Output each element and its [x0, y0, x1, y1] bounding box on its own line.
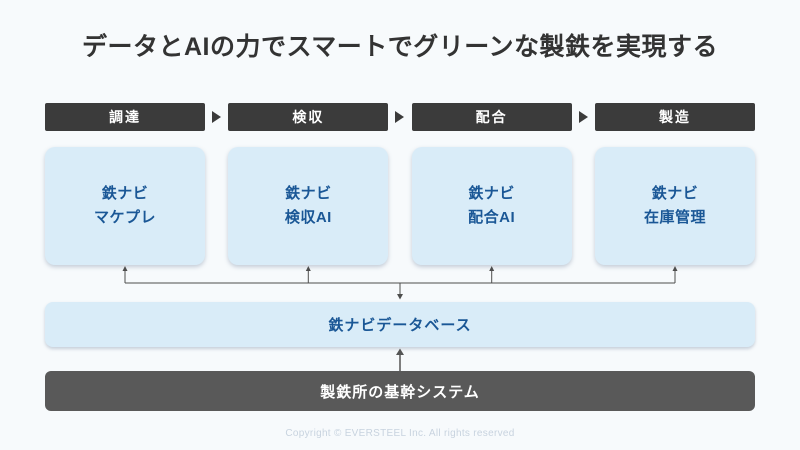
app-box-marketplace: 鉄ナビ マケプレ — [45, 147, 205, 265]
process-step-label: 検収 — [292, 109, 325, 125]
app-box-row: 鉄ナビ マケプレ 鉄ナビ 検収AI 鉄ナビ 配合AI 鉄ナビ 在庫管理 — [45, 147, 755, 265]
arrow-right-icon — [395, 111, 405, 123]
app-box-label: 鉄ナビ マケプレ — [93, 185, 156, 226]
app-box-inspection-ai: 鉄ナビ 検収AI — [228, 147, 389, 265]
process-step-row: 調達 検収 配合 製造 — [45, 103, 755, 131]
copyright-notice: Copyright © EVERSTEEL Inc. All rights re… — [285, 428, 515, 439]
process-step-inspection: 検収 — [228, 103, 389, 131]
process-step-procurement: 調達 — [45, 103, 205, 131]
slide-title: データとAIの力でスマートでグリーンな製鉄を実現する — [81, 33, 718, 61]
database-label: 鉄ナビデータベース — [328, 317, 472, 334]
process-step-blending: 配合 — [411, 103, 572, 131]
core-system-label: 製鉄所の基幹システム — [320, 383, 480, 401]
process-step-manufacturing: 製造 — [594, 103, 755, 131]
process-step-label: 配合 — [475, 109, 508, 125]
database-box: 鉄ナビデータベース — [45, 302, 755, 347]
app-box-blending-ai: 鉄ナビ 配合AI — [411, 147, 572, 265]
app-box-inventory: 鉄ナビ 在庫管理 — [594, 147, 755, 265]
apps-to-database-connector — [122, 266, 678, 300]
app-box-label: 鉄ナビ 配合AI — [468, 185, 516, 226]
core-system-to-database-connector — [396, 348, 404, 371]
arrow-right-icon — [212, 111, 222, 123]
process-step-label: 製造 — [658, 109, 691, 125]
app-box-label: 鉄ナビ 検収AI — [284, 185, 332, 226]
process-step-label: 調達 — [109, 109, 141, 125]
core-system-box: 製鉄所の基幹システム — [45, 371, 755, 411]
app-box-label: 鉄ナビ 在庫管理 — [643, 185, 706, 226]
arrow-right-icon — [578, 111, 588, 123]
